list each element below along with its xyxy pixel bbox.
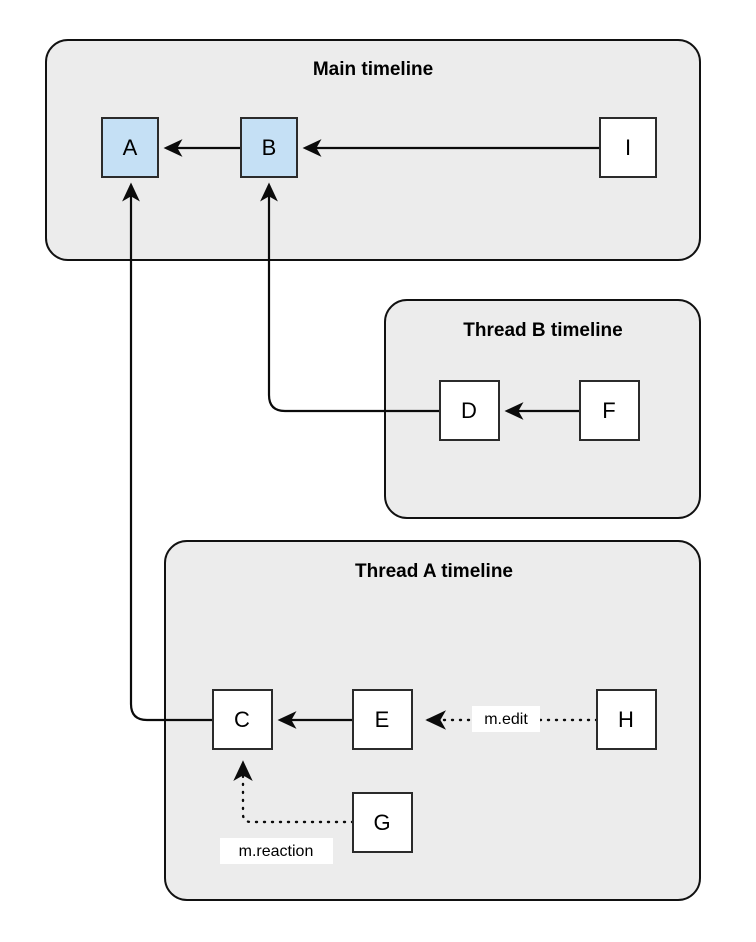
edge-label-m-reaction-bg xyxy=(220,838,333,864)
group-thread-b-timeline-title: Thread B timeline xyxy=(463,320,622,341)
group-main-timeline-title: Main timeline xyxy=(313,59,433,80)
node-i-box[interactable] xyxy=(599,117,657,178)
node-g-label: G xyxy=(373,810,390,835)
node-b[interactable]: B xyxy=(240,117,298,178)
edge-label-m-reaction: m.reaction xyxy=(239,843,314,860)
node-f-box[interactable] xyxy=(579,380,640,441)
node-b-box[interactable] xyxy=(240,117,298,178)
node-d[interactable]: D xyxy=(439,380,500,441)
group-main-timeline: Main timeline xyxy=(45,39,701,261)
node-c[interactable]: C xyxy=(212,689,273,750)
node-d-box[interactable] xyxy=(439,380,500,441)
edge-label-m-edit-bg xyxy=(472,706,540,732)
node-a-box[interactable] xyxy=(101,117,159,178)
node-i[interactable]: I xyxy=(599,117,657,178)
group-main-timeline-box xyxy=(45,39,701,261)
node-c-box[interactable] xyxy=(212,689,273,750)
node-d-label: D xyxy=(461,398,477,423)
node-g[interactable]: G xyxy=(352,792,413,853)
node-b-label: B xyxy=(262,135,277,160)
edge-label-m-edit: m.edit xyxy=(484,711,528,728)
node-h-box[interactable] xyxy=(596,689,657,750)
node-f[interactable]: F xyxy=(579,380,640,441)
node-e-box[interactable] xyxy=(352,689,413,750)
group-thread-b-timeline: Thread B timeline xyxy=(384,299,701,519)
node-i-label: I xyxy=(625,135,631,160)
node-f-label: F xyxy=(602,398,615,423)
edge-c-to-a xyxy=(122,182,213,722)
group-thread-b-timeline-box xyxy=(384,299,701,519)
node-e[interactable]: E xyxy=(352,689,413,750)
node-c-label: C xyxy=(234,707,250,732)
group-thread-a-timeline-title: Thread A timeline xyxy=(355,561,513,582)
node-a-label: A xyxy=(123,135,138,160)
node-e-label: E xyxy=(375,707,390,732)
node-h[interactable]: H xyxy=(596,689,657,750)
node-h-label: H xyxy=(618,707,634,732)
edge-d-to-b xyxy=(260,182,440,413)
node-g-box[interactable] xyxy=(352,792,413,853)
node-a[interactable]: A xyxy=(101,117,159,178)
